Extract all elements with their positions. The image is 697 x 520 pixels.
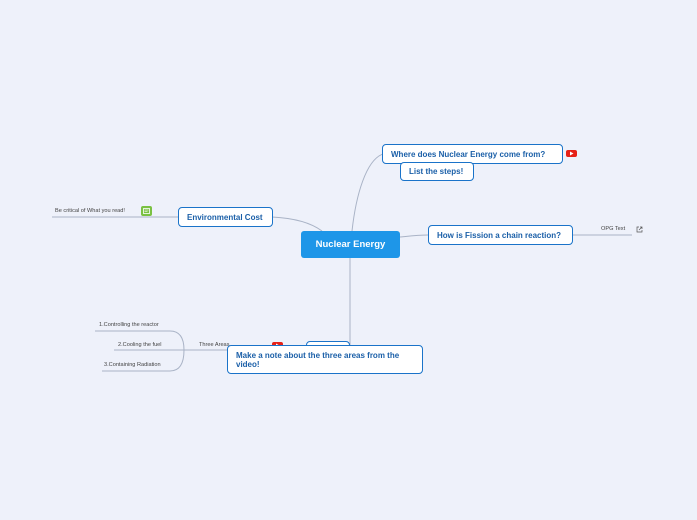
topic-note-node[interactable]: Make a note about the three areas from t… <box>227 345 423 374</box>
leaf-three-areas-label: Three Areas <box>199 342 230 348</box>
leaf-critical[interactable]: Be critical of What you read! <box>55 208 125 214</box>
external-link-icon[interactable] <box>636 226 643 233</box>
leaf-opg-label: OPG Text <box>601 226 626 232</box>
leaf-three-areas[interactable]: Three Areas <box>199 342 229 348</box>
topic-where-label: Where does Nuclear Energy come from? <box>391 149 546 159</box>
connector-controlling <box>95 330 185 351</box>
topic-note-label: Make a note about the three areas from t… <box>236 350 400 369</box>
topic-steps-label: List the steps! <box>409 167 464 176</box>
note-icon[interactable] <box>141 206 152 216</box>
leaf-controlling[interactable]: 1.Controlling the reactor <box>99 322 159 328</box>
central-topic-node[interactable]: Nuclear Energy <box>301 231 400 258</box>
connector-fission <box>399 234 429 238</box>
connector-where <box>351 153 384 232</box>
leaf-cooling[interactable]: 2.Cooling the fuel <box>118 342 162 348</box>
leaf-critical-label: Be critical of What you read! <box>55 208 125 214</box>
topic-fission-node[interactable]: How is Fission a chain reaction? <box>428 225 573 245</box>
connector-containing <box>102 349 185 372</box>
topic-env-node[interactable]: Environmental Cost <box>178 207 273 227</box>
central-topic-label: Nuclear Energy <box>315 239 386 250</box>
leaf-cooling-label: 2.Cooling the fuel <box>118 342 162 348</box>
youtube-icon[interactable] <box>566 150 577 157</box>
leaf-containing[interactable]: 3.Containing Radiation <box>104 362 161 368</box>
leaf-containing-label: 3.Containing Radiation <box>104 362 161 368</box>
topic-fission-label: How is Fission a chain reaction? <box>437 230 562 240</box>
connector-env <box>271 216 323 232</box>
topic-steps-node[interactable]: List the steps! <box>400 162 474 181</box>
topic-where-node[interactable]: Where does Nuclear Energy come from? <box>382 144 563 164</box>
leaf-opg[interactable]: OPG Text <box>601 226 625 232</box>
topic-env-label: Environmental Cost <box>187 212 263 222</box>
leaf-controlling-label: 1.Controlling the reactor <box>99 322 159 328</box>
